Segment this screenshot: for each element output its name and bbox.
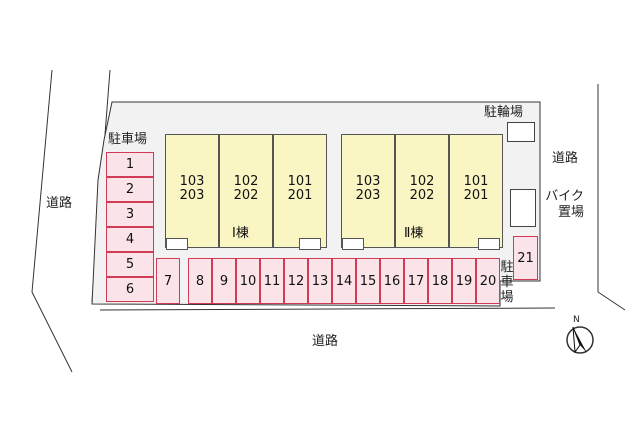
road-edge-bottom (99, 307, 556, 311)
unit: 101 201 (449, 134, 503, 248)
parking-space: 21 (513, 236, 538, 280)
building-name: Ⅱ棟 (404, 226, 424, 241)
unit-lower-number: 202 (409, 188, 435, 203)
parking-space: 8 (188, 258, 212, 304)
unit-lower-number: 201 (463, 188, 489, 203)
porch (299, 238, 321, 250)
unit-lower-number: 203 (179, 188, 205, 203)
unit-upper-number: 103 (179, 174, 205, 189)
building-name: Ⅰ棟 (232, 226, 249, 241)
unit-lower-number: 203 (355, 188, 381, 203)
road-label-left: 道路 (46, 196, 73, 211)
parking-space: 10 (236, 258, 260, 304)
bicycle-shed (507, 122, 535, 142)
unit-upper-number: 101 (463, 174, 489, 189)
parking-space: 16 (380, 258, 404, 304)
parking-space: 7 (156, 258, 180, 304)
unit: 102 202 (395, 134, 449, 248)
unit-upper-number: 102 (233, 174, 259, 189)
parking-space: 20 (476, 258, 500, 304)
unit-lower-number: 202 (233, 188, 259, 203)
parking-space: 11 (260, 258, 284, 304)
parking-space: 6 (106, 277, 154, 302)
parking-space: 5 (106, 252, 154, 277)
parking-label-right: 駐車場 (500, 260, 514, 305)
unit: 103 203 (341, 134, 395, 248)
bicycle-parking-label: 駐輪場 (484, 105, 524, 120)
parking-space: 14 (332, 258, 356, 304)
unit: 102 202 (219, 134, 273, 248)
road-label-right: 道路 (552, 151, 579, 166)
compass-label: N (573, 315, 580, 325)
unit-upper-number: 102 (409, 174, 435, 189)
parking-space: 12 (284, 258, 308, 304)
road-edge-right-corner (597, 291, 626, 311)
parking-space: 13 (308, 258, 332, 304)
parking-space: 19 (452, 258, 476, 304)
compass (566, 326, 594, 354)
parking-space: 2 (106, 177, 154, 202)
unit-upper-number: 101 (287, 174, 313, 189)
road-label-bottom: 道路 (312, 334, 339, 349)
road-edge-left (31, 69, 73, 373)
unit-upper-number: 103 (355, 174, 381, 189)
parking-space: 17 (404, 258, 428, 304)
parking-space: 1 (106, 152, 154, 177)
unit: 101 201 (273, 134, 327, 248)
parking-space: 15 (356, 258, 380, 304)
motorbike-parking-label: バイク置場 (545, 189, 584, 220)
unit-lower-number: 201 (287, 188, 313, 203)
porch (478, 238, 500, 250)
porch (166, 238, 188, 250)
motorbike-shed (510, 189, 536, 227)
parking-label-top: 駐車場 (108, 132, 148, 147)
unit: 103 203 (165, 134, 219, 248)
porch (342, 238, 364, 250)
parking-space: 3 (106, 202, 154, 227)
parking-space: 4 (106, 227, 154, 252)
parking-space: 18 (428, 258, 452, 304)
parking-space: 9 (212, 258, 236, 304)
